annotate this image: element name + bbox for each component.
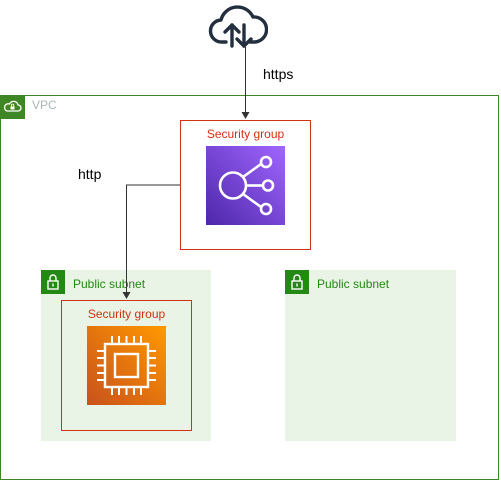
security-group-top-label: Security group (206, 127, 285, 141)
public-subnet-right (285, 270, 456, 441)
security-group-bottom-label: Security group (87, 307, 166, 321)
padlock-icon (285, 270, 309, 294)
vpc-label: VPC (32, 98, 57, 112)
padlock-icon (41, 270, 65, 294)
https-edge-label: https (263, 66, 294, 82)
vpc-container (0, 95, 499, 480)
security-group-instance (61, 300, 192, 431)
vpc-cloud-lock-icon (0, 95, 25, 119)
security-group-load-balancer (180, 120, 311, 250)
public-subnet-left-label: Public subnet (73, 277, 146, 291)
public-subnet-right-label: Public subnet (317, 277, 390, 291)
ec2-instance-chip-icon (87, 326, 166, 405)
internet-cloud-upload-download-icon (208, 2, 269, 50)
http-edge-label: http (78, 166, 102, 182)
elastic-load-balancing-icon (206, 146, 285, 225)
